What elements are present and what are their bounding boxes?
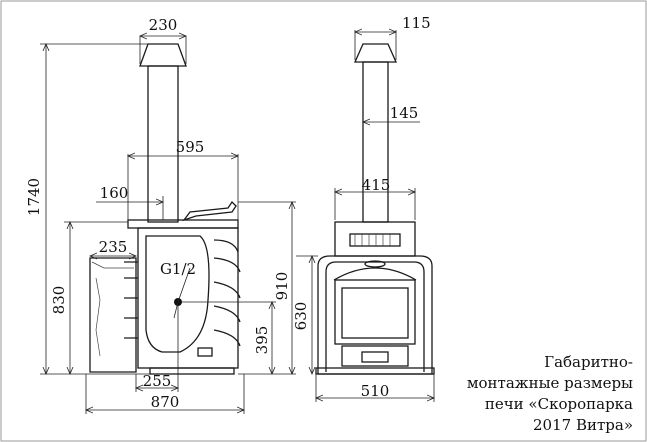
stove-top-side [127,219,239,229]
chimney-cap-side [139,43,187,67]
dim-510: 510 [361,382,390,400]
dim-235: 235 [99,238,128,256]
stove-body-front [317,255,433,375]
dim-595: 595 [176,138,205,156]
caption-line-4: 2017 Витра» [533,416,633,434]
dim-230: 230 [149,16,178,34]
caption-line-3: печи «Скоропарка [484,395,633,413]
dim-255: 255 [143,372,172,390]
stove-top-front [334,221,416,257]
dim-415: 415 [362,176,391,194]
dim-830: 830 [50,286,68,315]
front-view [315,43,435,375]
drawing-caption: Габаритно- монтажные размеры печи «Скоро… [467,352,633,436]
dim-395: 395 [253,326,271,355]
caption-line-2: монтажные размеры [466,374,633,392]
side-view [89,43,241,375]
dim-910: 910 [273,272,291,301]
hearth-box [89,257,137,373]
thread-label: G1/2 [160,260,196,278]
ash-box [341,345,409,367]
chimney-pipe-side [147,65,179,223]
dim-1740: 1740 [25,178,43,216]
caption-line-1: Габаритно- [544,353,633,371]
front-dimensions: 115 145 415 630 510 [292,14,434,402]
side-dimensions: 230 595 160 1740 235 G1/2 830 910 395 [25,16,296,414]
chimney-cap-front [353,43,398,63]
glass-window-side [145,235,210,353]
chimney-pipe-front [362,61,389,223]
dim-115: 115 [402,14,431,32]
dim-630: 630 [292,302,310,331]
stove-base-front [315,367,435,375]
dim-145: 145 [390,104,419,122]
stove-door-front [334,279,416,345]
dim-870: 870 [151,393,180,411]
lid-handle [182,200,237,222]
stove-base-side [149,367,235,375]
dim-160: 160 [100,184,129,202]
